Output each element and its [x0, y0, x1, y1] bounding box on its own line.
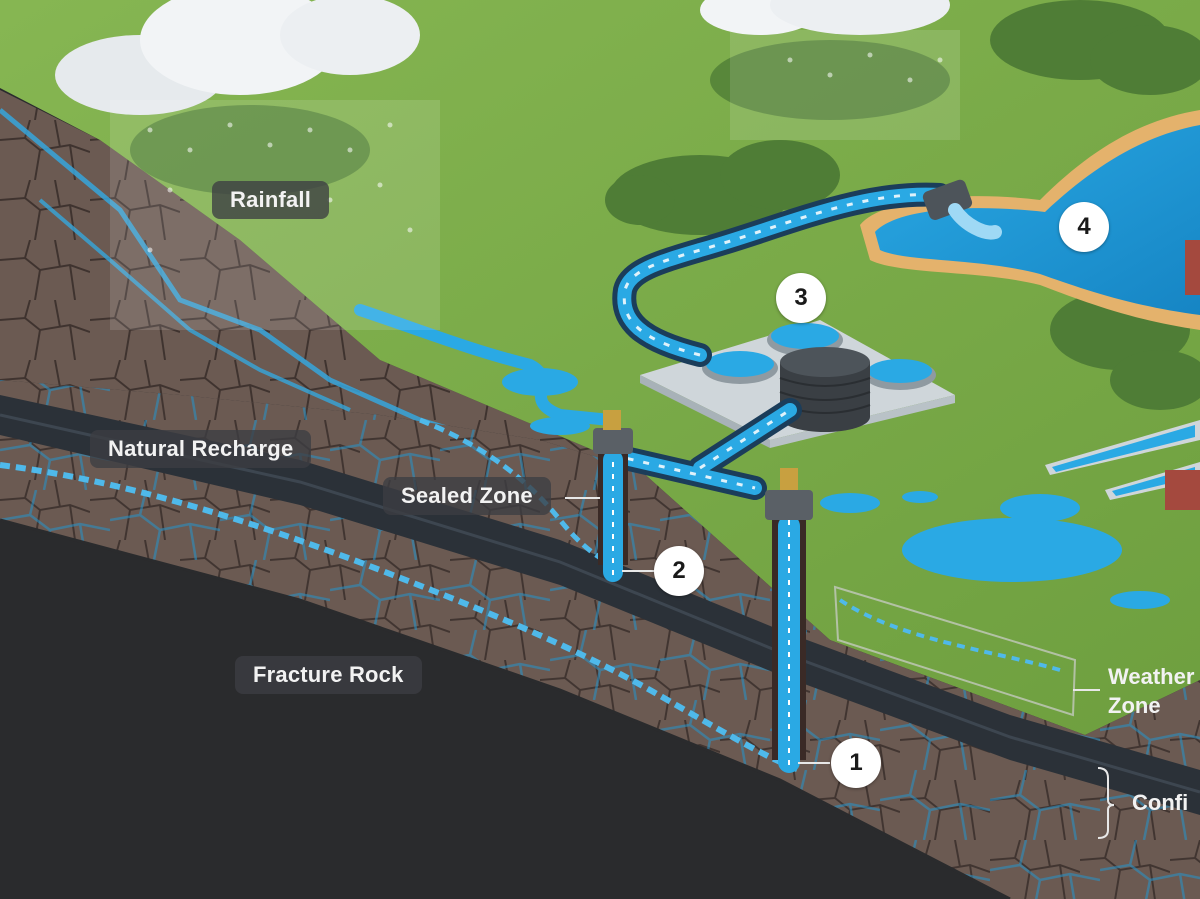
marker-3: 3 [776, 273, 826, 323]
rainfall-label: Rainfall [212, 181, 329, 219]
building [1165, 470, 1200, 510]
well-shallow [593, 410, 633, 582]
weathered-zone-label-line2: Zone [1108, 691, 1194, 720]
rain-cloud [55, 0, 440, 330]
marker-4: 4 [1059, 202, 1109, 252]
well-deep [765, 468, 813, 773]
confined-label: Confi [1132, 788, 1188, 817]
weathered-zone-label: Weather Zone [1108, 662, 1194, 720]
marker-1: 1 [831, 738, 881, 788]
rain-cloud [700, 0, 960, 140]
natural-recharge-label: Natural Recharge [90, 430, 311, 468]
building [1185, 240, 1200, 295]
fracture-rock-label: Fracture Rock [235, 656, 422, 694]
marker-2: 2 [654, 546, 704, 596]
weathered-zone-label-line1: Weather [1108, 662, 1194, 691]
sealed-zone-label: Sealed Zone [383, 477, 551, 515]
